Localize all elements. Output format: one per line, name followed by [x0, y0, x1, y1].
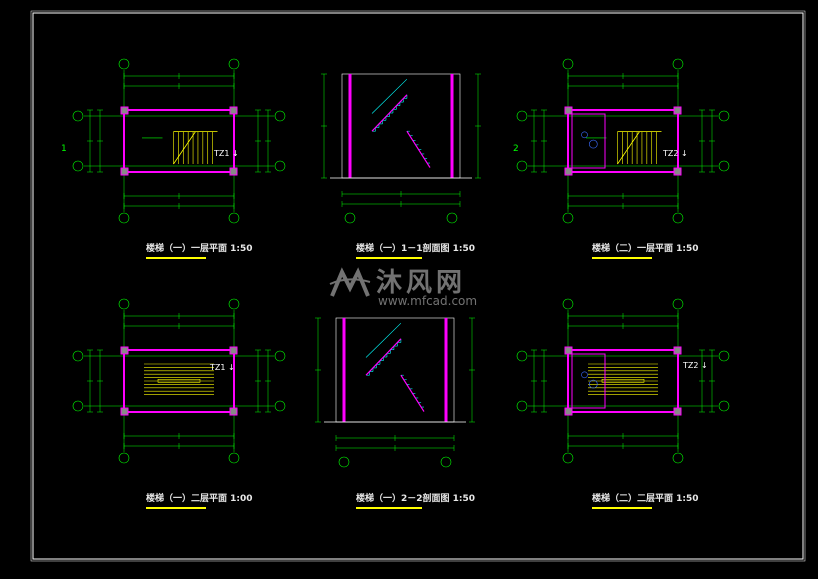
column: [120, 106, 129, 115]
column: [673, 167, 682, 176]
axis-bubble: [274, 110, 286, 122]
caption-section-2-2: 楼梯（一）2－2剖面图 1:50: [356, 486, 475, 509]
wall-outline: [567, 109, 679, 173]
room-tag-plan-2-ground: TZ2 ↓: [663, 149, 688, 158]
column: [229, 346, 238, 355]
column: [229, 407, 238, 416]
axis-bubble: [672, 58, 684, 70]
axis-bubble: [718, 350, 730, 362]
fixture-icon: [581, 371, 588, 379]
axis-bubble: [344, 212, 356, 224]
small-room: [571, 113, 606, 169]
axis-bubble: [228, 212, 240, 224]
axis-bubble: [672, 298, 684, 310]
column: [229, 106, 238, 115]
room-tag-plan-1-upper: TZ1 ↓: [210, 363, 235, 372]
room-tag-plan-2-upper: TZ2 ↓: [683, 361, 708, 370]
axis-bubble: [516, 160, 528, 172]
column: [120, 346, 129, 355]
axis-bubble: [228, 452, 240, 464]
sheet-inner-border: [32, 12, 804, 560]
axis-bubble: [118, 212, 130, 224]
axis-bubble: [562, 298, 574, 310]
stair-break: [617, 131, 640, 165]
fixture-icon: [581, 131, 588, 139]
axis-bubble: [72, 350, 84, 362]
axis-bubble: [672, 212, 684, 224]
room-tag-plan-1-ground: TZ1 ↓: [214, 149, 239, 158]
axis-bubble: [274, 350, 286, 362]
axis-bubble: [516, 110, 528, 122]
axis-bubble: [274, 400, 286, 412]
wall-outline: [123, 109, 235, 173]
column: [120, 407, 129, 416]
axis-bubble: [718, 400, 730, 412]
axis-bubble: [338, 456, 350, 468]
axis-bubble: [228, 298, 240, 310]
axis-bubble: [72, 160, 84, 172]
fixture-icon: [588, 379, 598, 389]
axis-bubble: [440, 456, 452, 468]
wall-outline: [567, 349, 679, 413]
column: [564, 167, 573, 176]
column: [564, 407, 573, 416]
section-mark-1: 1: [61, 144, 67, 154]
axis-bubble: [718, 110, 730, 122]
column: [673, 346, 682, 355]
axis-bubble: [516, 350, 528, 362]
stair-handrail: [157, 378, 201, 383]
drawings-group: [72, 58, 730, 468]
column: [564, 346, 573, 355]
caption-plan-2-ground: 楼梯（二）一层平面 1:50: [592, 236, 699, 259]
stair-handrail: [601, 378, 645, 383]
wall-outline: [123, 349, 235, 413]
column: [673, 407, 682, 416]
stair-slab: [400, 374, 425, 412]
axis-bubble: [672, 452, 684, 464]
caption-section-1-1: 楼梯（一）1－1剖面图 1:50: [356, 236, 475, 259]
caption-plan-2-upper: 楼梯（二）二层平面 1:50: [592, 486, 699, 509]
caption-plan-1-upper: 楼梯（一）二层平面 1:00: [146, 486, 253, 509]
axis-bubble: [228, 58, 240, 70]
stair-slab: [371, 94, 408, 132]
axis-bubble: [118, 452, 130, 464]
column: [120, 167, 129, 176]
handrail: [365, 322, 402, 358]
axis-bubble: [562, 58, 574, 70]
stair-break: [173, 131, 196, 165]
axis-bubble: [274, 160, 286, 172]
axis-bubble: [562, 212, 574, 224]
caption-plan-1-ground: 楼梯（一）一层平面 1:50: [146, 236, 253, 259]
stair-slab: [365, 338, 402, 376]
sheet-outer-border: [30, 10, 806, 562]
section-mark-2: 2: [513, 144, 519, 154]
axis-bubble: [118, 58, 130, 70]
column: [229, 167, 238, 176]
axis-bubble: [446, 212, 458, 224]
axis-bubble: [562, 452, 574, 464]
axis-bubble: [72, 110, 84, 122]
axis-bubble: [118, 298, 130, 310]
fixture-icon: [588, 139, 598, 149]
stair-slab: [406, 130, 431, 168]
axis-bubble: [516, 400, 528, 412]
column: [564, 106, 573, 115]
handrail: [371, 78, 408, 114]
small-room: [571, 353, 606, 409]
axis-bubble: [72, 400, 84, 412]
axis-bubble: [718, 160, 730, 172]
column: [673, 106, 682, 115]
